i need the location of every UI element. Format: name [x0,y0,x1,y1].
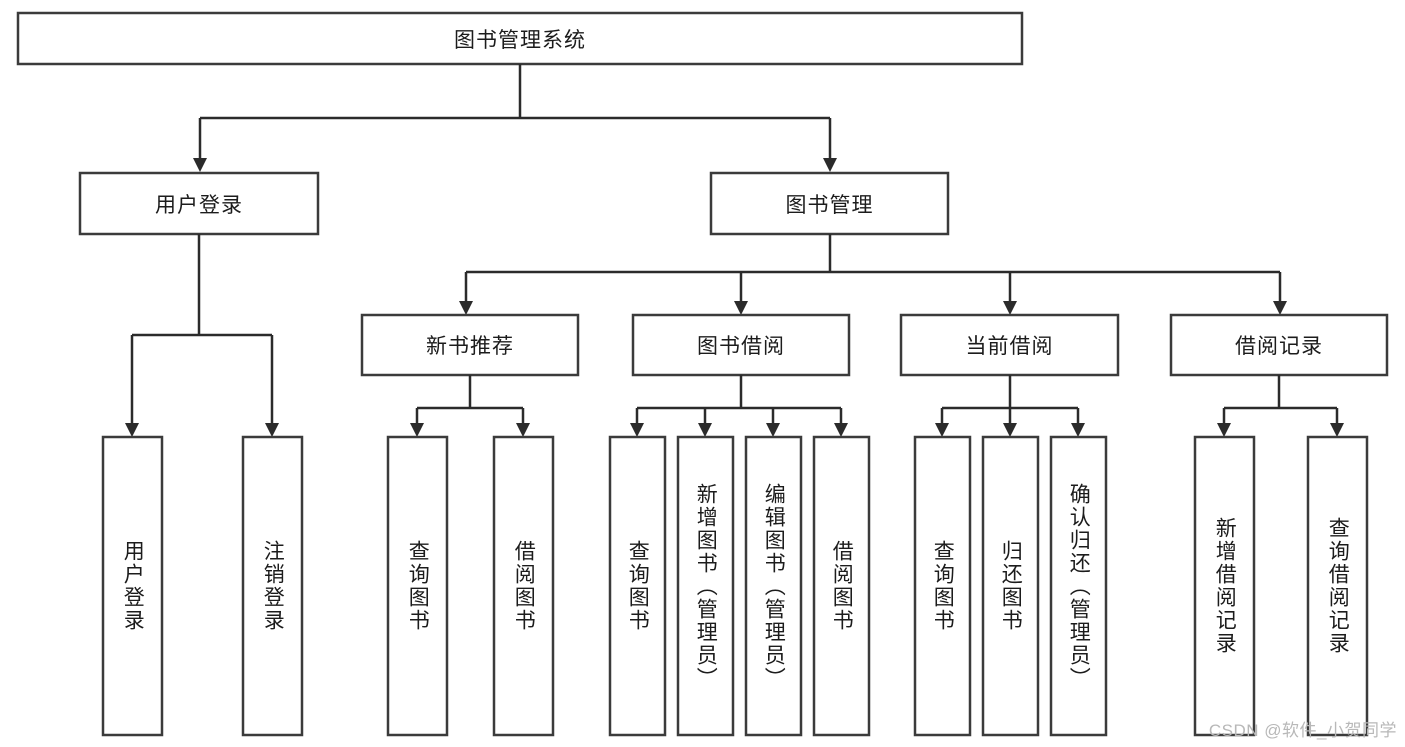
node-new-book-box[interactable] [360,313,580,377]
leaf-box-current-borrow-2[interactable] [981,435,1040,737]
arrow-user-login-leaf-1 [125,423,139,437]
connector-new-book-to-leaves [415,375,525,423]
arrow-borrow-record-leaf-2 [1330,423,1344,437]
leaf-box-book-borrow-3[interactable] [744,435,803,737]
leaf-box-book-borrow-4[interactable] [812,435,871,737]
leaf-box-book-borrow-2[interactable] [676,435,735,737]
node-current-borrow-box[interactable] [899,313,1120,377]
arrow-book-borrow-leaf-4 [834,423,848,437]
connector-book-manage-to-level2 [464,234,1282,301]
leaf-box-borrow-record-1[interactable] [1193,435,1256,737]
connector-book-borrow-to-leaves [635,375,843,423]
connector-borrow-record-to-leaves [1222,375,1339,423]
arrow-book-borrow-leaf-2 [698,423,712,437]
arrow-current-borrow-leaf-1 [935,423,949,437]
arrow-new-book-leaf-2 [516,423,530,437]
arrow-root-to-book-manage [823,158,837,172]
csdn-watermark: CSDN @软件_小贺同学 [1208,721,1397,740]
connector-current-borrow-to-leaves [940,375,1080,423]
leaf-box-new-book-1[interactable] [386,435,449,737]
node-root-box[interactable] [16,11,1024,66]
connector-root-to-level1 [198,64,832,158]
arrow-user-login-leaf-2 [265,423,279,437]
arrow-to-borrow-record [1273,301,1287,315]
leaf-box-new-book-2[interactable] [492,435,555,737]
arrow-to-book-borrow [734,301,748,315]
arrow-borrow-record-leaf-1 [1217,423,1231,437]
arrow-to-new-book [459,301,473,315]
arrow-book-borrow-leaf-3 [766,423,780,437]
arrow-root-to-user-login [193,158,207,172]
connector-user-login-to-leaves [130,234,274,423]
node-borrow-record-box[interactable] [1169,313,1389,377]
arrow-current-borrow-leaf-2 [1003,423,1017,437]
leaf-box-current-borrow-3[interactable] [1049,435,1108,737]
leaf-box-borrow-record-2[interactable] [1306,435,1369,737]
arrow-to-current-borrow [1003,301,1017,315]
node-book-manage-box[interactable] [709,171,950,236]
node-user-login-box[interactable] [78,171,320,236]
leaf-box-current-borrow-1[interactable] [913,435,972,737]
arrow-current-borrow-leaf-3 [1071,423,1085,437]
node-book-borrow-box[interactable] [631,313,851,377]
leaf-box-user-login-1[interactable] [101,435,164,737]
leaf-box-user-login-2[interactable] [241,435,304,737]
arrow-new-book-leaf-1 [410,423,424,437]
arrow-book-borrow-leaf-1 [630,423,644,437]
leaf-box-book-borrow-1[interactable] [608,435,667,737]
